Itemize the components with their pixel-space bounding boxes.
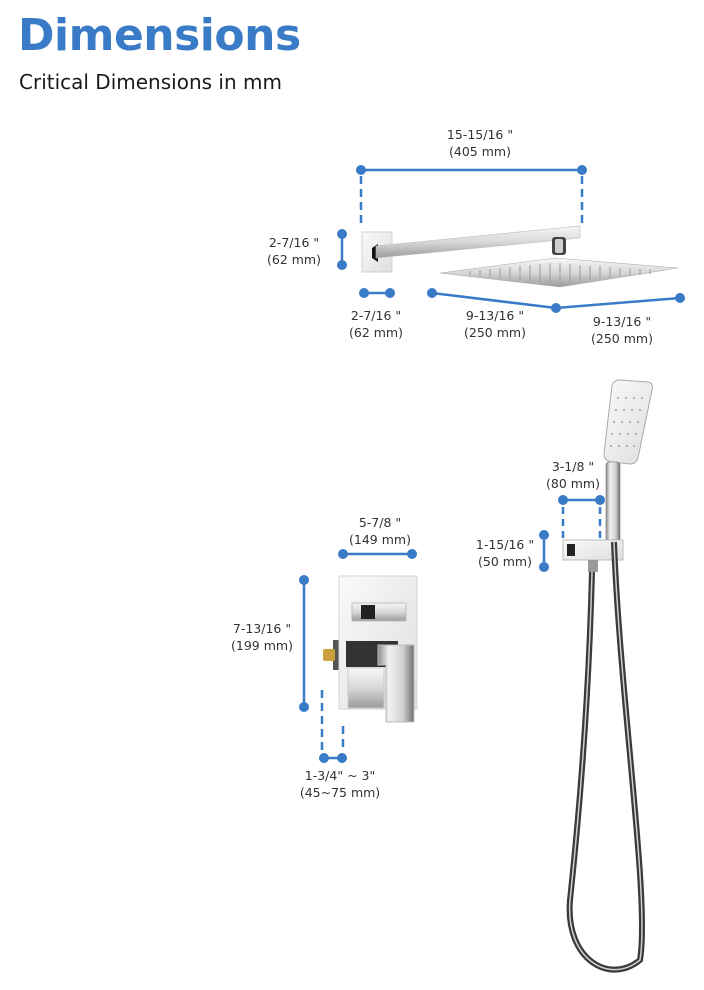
holder-width-inch: 3-1/8 " xyxy=(551,459,595,474)
hand-shower-illustration xyxy=(562,379,653,973)
flange-height-label: 2-7/16 " (62 mm) xyxy=(256,234,332,268)
diverter-stem xyxy=(361,605,375,619)
hand-shower-handle xyxy=(605,461,621,543)
arm-length-mm: (405 mm) xyxy=(449,144,511,159)
flange-height-mm: (62 mm) xyxy=(267,252,321,267)
hose-highlight xyxy=(568,541,643,971)
wall-depth-mm: (45~75 mm) xyxy=(299,785,381,800)
page-subtitle: Critical Dimensions in mm xyxy=(19,70,282,94)
head-depth-mm: (250 mm) xyxy=(464,325,526,340)
holder-height-label: 1-15/16 " (50 mm) xyxy=(470,536,540,570)
dot xyxy=(337,260,347,270)
dot xyxy=(551,303,561,313)
dot xyxy=(319,753,329,763)
shower-hose xyxy=(566,541,646,973)
plate-height-mm: (199 mm) xyxy=(231,638,293,653)
head-depth-label: 9-13/16 " (250 mm) xyxy=(455,307,535,341)
arm-length-label: 15-15/16 " (405 mm) xyxy=(430,126,530,160)
plate-width-mm: (149 mm) xyxy=(349,532,411,547)
dot xyxy=(337,229,347,239)
hose-connector xyxy=(588,560,598,572)
flange-height-inch: 2-7/16 " xyxy=(268,235,320,250)
wall-depth-inch: 1-3/4" ~ 3" xyxy=(304,768,376,783)
head-width-label: 9-13/16 " (250 mm) xyxy=(582,313,662,347)
dot xyxy=(299,702,309,712)
plate-height-inch: 7-13/16 " xyxy=(232,621,292,636)
dot xyxy=(337,753,347,763)
holder-width-mm: (80 mm) xyxy=(546,476,600,491)
flange-width-inch: 2-7/16 " xyxy=(350,308,402,323)
plate-height-label: 7-13/16 " (199 mm) xyxy=(222,620,302,654)
hand-shower-dimension-dots xyxy=(539,495,605,572)
lever-handle xyxy=(377,644,415,723)
head-width-mm: (250 mm) xyxy=(591,331,653,346)
holder-height-mm: (50 mm) xyxy=(478,554,532,569)
dot xyxy=(427,288,437,298)
valve-body xyxy=(333,640,339,670)
dot xyxy=(595,495,605,505)
hand-shower-head xyxy=(603,379,653,465)
dot xyxy=(539,562,549,572)
plate-width-inch: 5-7/8 " xyxy=(358,515,402,530)
shower-arm xyxy=(375,225,581,259)
holder-width-label: 3-1/8 " (80 mm) xyxy=(540,458,606,492)
wall-depth-label: 1-3/4" ~ 3" (45~75 mm) xyxy=(295,767,385,801)
connector-highlight xyxy=(555,239,563,253)
dot xyxy=(675,293,685,303)
rain-shower-dimension-dots xyxy=(337,165,685,313)
dot xyxy=(359,288,369,298)
hand-shower-nozzles xyxy=(610,397,643,447)
valve-illustration xyxy=(323,575,418,723)
rain-shower-illustration xyxy=(361,225,679,288)
dot xyxy=(539,530,549,540)
head-width-inch: 9-13/16 " xyxy=(592,314,652,329)
head-depth-inch: 9-13/16 " xyxy=(465,308,525,323)
brass-fitting xyxy=(323,649,335,661)
diverter-handle xyxy=(351,602,407,622)
dot xyxy=(407,549,417,559)
page-title: Dimensions xyxy=(18,10,301,61)
dot xyxy=(577,165,587,175)
dot xyxy=(299,575,309,585)
rain-shower-head xyxy=(439,257,679,288)
holder-height-inch: 1-15/16 " xyxy=(475,537,535,552)
handle-lower xyxy=(347,667,385,709)
dot xyxy=(558,495,568,505)
flange-width-label: 2-7/16 " (62 mm) xyxy=(338,307,414,341)
plate-width-label: 5-7/8 " (149 mm) xyxy=(340,514,420,548)
hand-shower-dimension-lines xyxy=(542,498,602,567)
valve-dimension-lines xyxy=(302,552,412,760)
spray-nozzles xyxy=(469,263,651,283)
dot xyxy=(385,288,395,298)
valve-dimension-dots xyxy=(299,549,417,763)
dot xyxy=(338,549,348,559)
dot xyxy=(356,165,366,175)
arm-length-inch: 15-15/16 " xyxy=(446,127,514,142)
holder-outlet xyxy=(567,544,575,556)
flange-width-mm: (62 mm) xyxy=(349,325,403,340)
